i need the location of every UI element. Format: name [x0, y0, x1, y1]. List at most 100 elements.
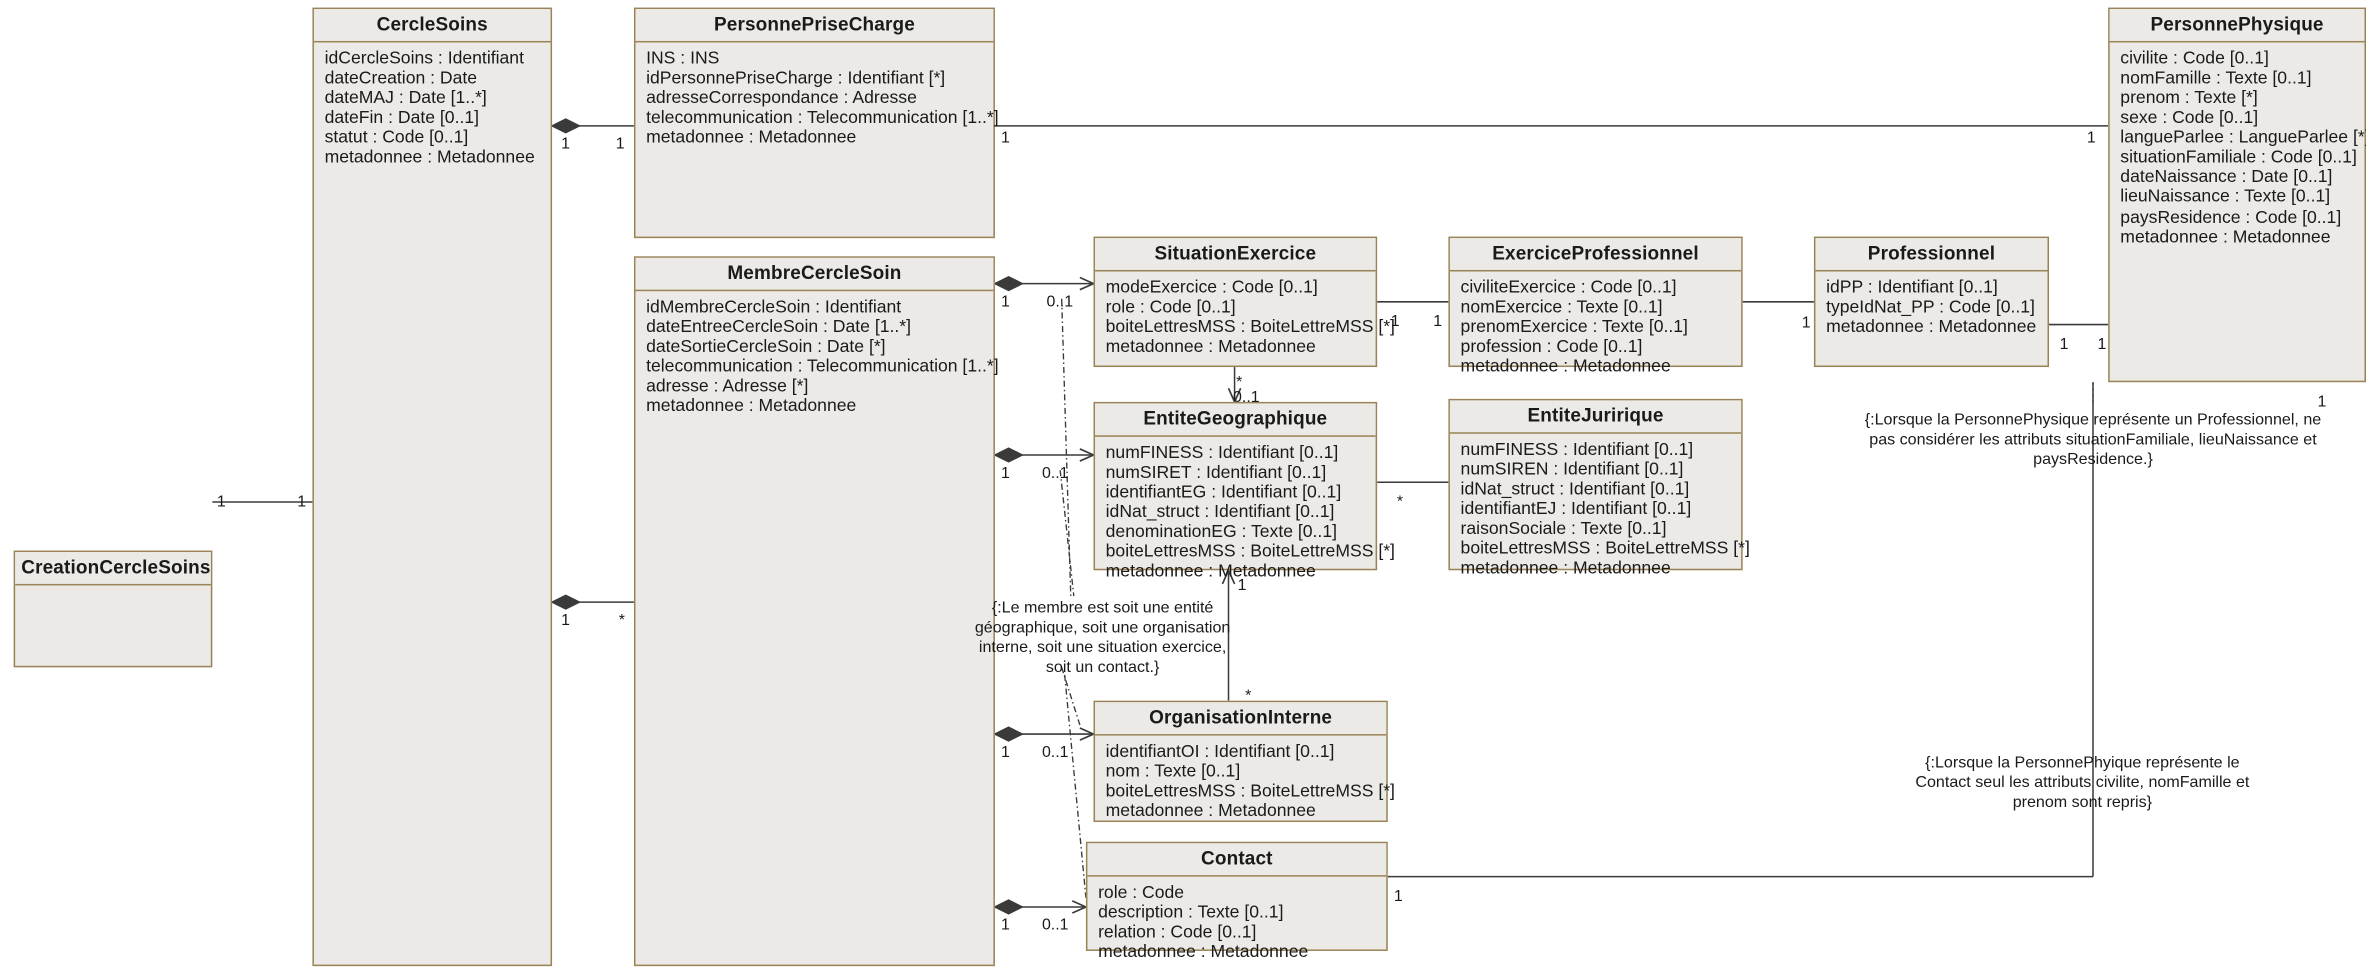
class-attributes: numFINESS : Identifiant [0..1] numSIRET …: [1095, 437, 1395, 588]
multiplicity-label: 1: [1001, 464, 1010, 483]
attribute: metadonnee : Metadonnee: [1460, 558, 1671, 579]
class-attributes: civilite : Code [0..1] nomFamille : Text…: [2110, 42, 2366, 253]
attribute: telecommunication : Telecommunication [1…: [646, 107, 999, 128]
attribute: boiteLettresMSS : BoiteLettreMSS [*]: [1105, 780, 1395, 801]
class-title: PersonnePriseCharge: [635, 9, 994, 43]
multiplicity-label: *: [618, 611, 626, 630]
attribute: idNat_struct : Identifiant [0..1]: [1460, 479, 1690, 499]
attribute: role : Code [0..1]: [1105, 296, 1236, 317]
attribute: numSIRET : Identifiant [0..1]: [1105, 462, 1327, 482]
class-title: ExerciceProfessionnel: [1449, 238, 1742, 272]
multiplicity-label: 0..1: [1041, 464, 1069, 483]
uml-class-membrecerclesoin[interactable]: MembreCercleSoin idMembreCercleSoin : Id…: [633, 256, 999, 967]
attribute: idPP : Identifiant [0..1]: [1826, 276, 1998, 297]
multiplicity-label: 1: [615, 134, 625, 154]
attribute: identifiantEG : Identifiant [0..1]: [1105, 482, 1342, 502]
attribute: boiteLettresMSS : BoiteLettreMSS [*]: [1105, 316, 1395, 337]
multiplicity-label: 1: [561, 611, 571, 630]
multiplicity-label: 1: [1801, 313, 1811, 333]
attribute: identifiantEJ : Identifiant [0..1]: [1460, 498, 1692, 519]
attribute: profession : Code [0..1]: [1460, 336, 1643, 357]
uml-class-situationexercice[interactable]: SituationExercice modeExercice : Code [0…: [1093, 236, 1395, 368]
class-attributes: modeExercice : Code [0..1] role : Code […: [1095, 271, 1395, 363]
attribute: metadonnee : Metadonnee: [646, 396, 857, 416]
uml-class-entitegeographique[interactable]: EntiteGeographique numFINESS : Identifia…: [1093, 401, 1395, 581]
attribute: prenomExercice : Texte [0..1]: [1460, 316, 1688, 337]
constraint-note-membre: {:Le membre est soit une entité géograph…: [974, 599, 1231, 677]
attribute: adresseCorrespondance : Adresse: [646, 87, 917, 108]
attribute: metadonnee : Metadonnee: [1098, 941, 1309, 962]
attribute: metadonnee : Metadonnee: [1826, 316, 2037, 337]
attribute: boiteLettresMSS : BoiteLettreMSS [*]: [1460, 538, 1750, 559]
attribute: metadonnee : Metadonnee: [1460, 356, 1671, 377]
class-title: EntiteGeographique: [1095, 403, 1376, 437]
uml-class-exerciceprofessionnel[interactable]: ExerciceProfessionnel civiliteExercice :…: [1448, 236, 1743, 376]
multiplicity-label: 1: [2317, 392, 2327, 412]
attribute: sexe : Code [0..1]: [2120, 107, 2259, 128]
uml-class-personneprisecharge[interactable]: PersonnePriseCharge INS : INS idPersonne…: [633, 7, 999, 239]
attribute: adresse : Adresse [*]: [646, 376, 809, 396]
class-attributes: numFINESS : Identifiant [0..1] numSIREN …: [1450, 434, 1750, 585]
multiplicity-label: 1: [1390, 312, 1400, 331]
multiplicity-label: 1: [1393, 887, 1403, 906]
attribute: idCercleSoins : Identifiant: [324, 47, 524, 68]
multiplicity-label: 1: [2097, 335, 2107, 354]
attribute: nomExercice : Texte [0..1]: [1460, 296, 1663, 317]
class-attributes: idCercleSoins : Identifiant dateCreation…: [314, 42, 551, 174]
attribute: civilite : Code [0..1]: [2120, 47, 2269, 68]
uml-class-creationcerclesoins[interactable]: CreationCercleSoins: [13, 550, 213, 668]
multiplicity-label: 0..1: [1041, 916, 1069, 935]
multiplicity-label: *: [1396, 492, 1404, 512]
attribute: situationFamiliale : Code [0..1]: [2120, 147, 2357, 168]
attribute: dateMAJ : Date [1..*]: [324, 87, 487, 108]
uml-class-organisationinterne[interactable]: OrganisationInterne identifiantOI : Iden…: [1093, 700, 1395, 823]
multiplicity-label: 1: [1001, 292, 1010, 311]
class-attributes: civiliteExercice : Code [0..1] nomExerci…: [1450, 271, 1741, 383]
attribute: relation : Code [0..1]: [1098, 921, 1257, 942]
attribute: dateCreation : Date: [324, 67, 478, 88]
uml-class-professionnel[interactable]: Professionnel idPP : Identifiant [0..1] …: [1813, 236, 2050, 368]
attribute: metadonnee : Metadonnee: [1105, 561, 1316, 582]
class-attributes: idPP : Identifiant [0..1] typeIdNat_PP :…: [1815, 271, 2047, 343]
multiplicity-label: 1: [561, 134, 571, 154]
multiplicity-label: 1: [2086, 128, 2096, 148]
attribute: dateFin : Date [0..1]: [324, 107, 480, 128]
uml-class-personnephysique[interactable]: PersonnePhysique civilite : Code [0..1] …: [2108, 7, 2366, 383]
multiplicity-label: 1: [1237, 576, 1247, 595]
multiplicity-label: *: [1236, 373, 1243, 392]
multiplicity-label: 1: [1001, 128, 1010, 148]
class-title: MembreCercleSoin: [635, 257, 994, 292]
attribute: idMembreCercleSoin : Identifiant: [646, 296, 902, 317]
constraint-note-contact: {:Lorsque la PersonnePhyique représente …: [1915, 753, 2250, 812]
multiplicity-label: *: [1245, 687, 1252, 706]
class-title: Professionnel: [1815, 238, 2048, 272]
attribute: dateNaissance : Date [0..1]: [2120, 167, 2333, 188]
attribute: numFINESS : Identifiant [0..1]: [1105, 442, 1339, 462]
uml-class-contact[interactable]: Contact role : Code description : Texte …: [1085, 841, 1388, 961]
class-title: CercleSoins: [313, 9, 551, 43]
multiplicity-label: 0..1: [1041, 743, 1069, 762]
multiplicity-label: 1: [1433, 312, 1443, 331]
attribute: telecommunication : Telecommunication [1…: [646, 356, 999, 377]
multiplicity-label: 1: [216, 492, 226, 512]
multiplicity-label: 1: [2059, 335, 2069, 354]
attribute: description : Texte [0..1]: [1098, 901, 1284, 922]
class-title: EntiteJuririque: [1449, 400, 1742, 434]
class-attributes: [15, 585, 211, 597]
attribute: identifiantOI : Identifiant [0..1]: [1105, 741, 1335, 761]
class-title: Contact: [1087, 843, 1387, 877]
multiplicity-label: 0..1: [1046, 292, 1074, 311]
attribute: dateEntreeCercleSoin : Date [1..*]: [646, 316, 911, 337]
attribute: prenom : Texte [*]: [2120, 87, 2258, 108]
class-title: OrganisationInterne: [1095, 702, 1387, 736]
uml-class-cerclesoins[interactable]: CercleSoins idCercleSoins : Identifiant …: [312, 7, 553, 967]
attribute: nomFamille : Texte [0..1]: [2120, 67, 2312, 88]
multiplicity-label: 1: [297, 492, 307, 512]
attribute: numSIREN : Identifiant [0..1]: [1460, 459, 1684, 479]
attribute: modeExercice : Code [0..1]: [1105, 276, 1318, 297]
constraint-note-professionnel: {:Lorsque la PersonnePhysique représente…: [1864, 411, 2322, 469]
uml-class-entitejuririque[interactable]: EntiteJuririque numFINESS : Identifiant …: [1448, 398, 1750, 578]
attribute: paysResidence : Code [0..1]: [2120, 207, 2342, 227]
multiplicity-label: 1: [1001, 916, 1010, 935]
